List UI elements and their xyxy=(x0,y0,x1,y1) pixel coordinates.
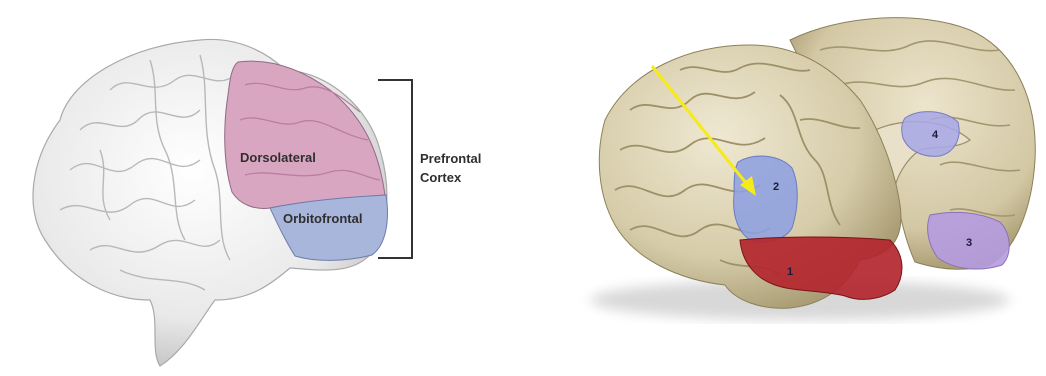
region-3-number: 3 xyxy=(966,237,972,249)
dorsolateral-label: Dorsolateral xyxy=(240,150,316,165)
region-2 xyxy=(734,156,798,242)
left-brain-figure: Dorsolateral Orbitofrontal Prefrontal Co… xyxy=(0,0,520,376)
prefrontal-label-line2: Cortex xyxy=(420,170,462,185)
orbitofrontal-label: Orbitofrontal xyxy=(283,211,362,226)
right-brain-figure: 2 1 3 4 xyxy=(560,0,1046,376)
lateral-brain-svg: Dorsolateral Orbitofrontal Prefrontal Co… xyxy=(0,0,520,376)
medial-lateral-brain-svg: 2 1 3 4 xyxy=(560,0,1046,376)
region-2-number: 2 xyxy=(773,181,779,193)
dorsolateral-region xyxy=(225,61,385,208)
region-1-number: 1 xyxy=(787,266,793,278)
region-4-number: 4 xyxy=(932,129,939,141)
prefrontal-label-line1: Prefrontal xyxy=(420,151,481,166)
